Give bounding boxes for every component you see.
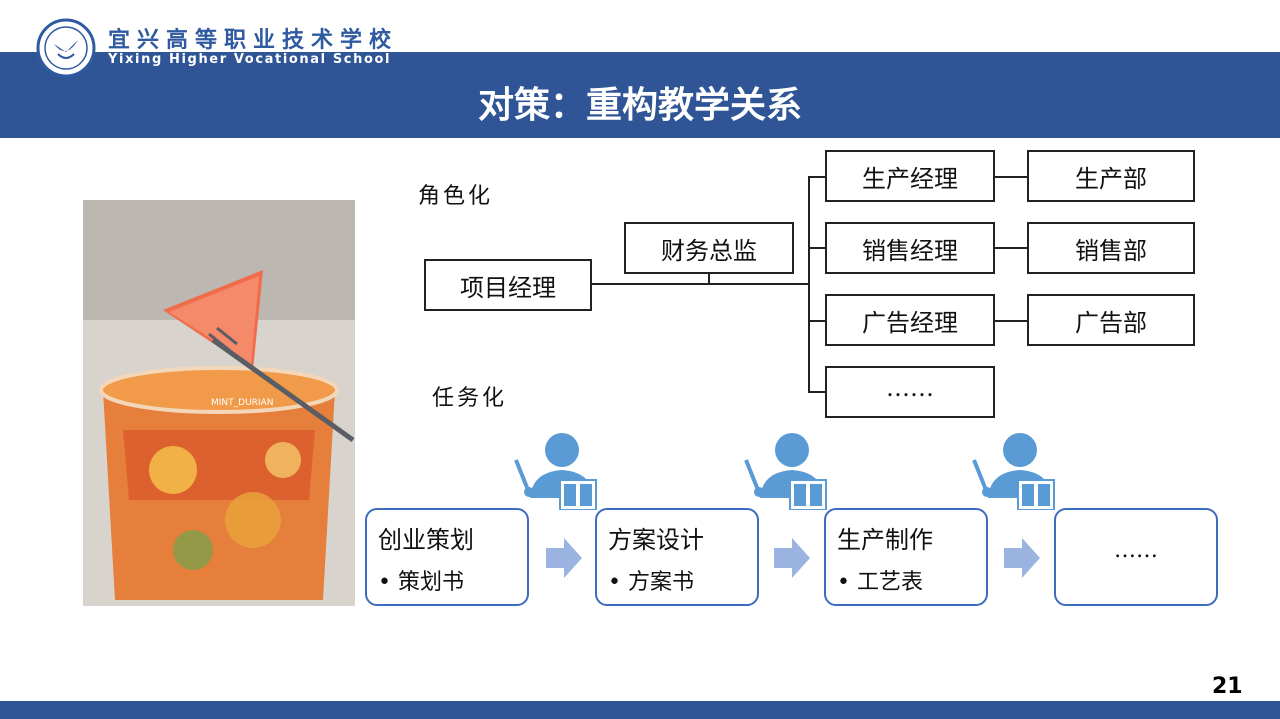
arrow-right-icon (546, 538, 582, 578)
photo-watermark: MINT_DURIAN (211, 398, 273, 408)
box-ad-dept: 广告部 (1027, 294, 1195, 346)
step-item: • 工艺表 (837, 570, 923, 595)
teacher-icon (514, 433, 597, 510)
teacher-icon (744, 433, 827, 510)
box-finance-director: 财务总监 (624, 222, 794, 274)
box-ad-manager: 广告经理 (825, 294, 995, 346)
step-title: 生产制作 (837, 526, 933, 554)
connector-vertical (808, 176, 810, 393)
box-sales-dept: 销售部 (1027, 222, 1195, 274)
box-sales-manager: 销售经理 (825, 222, 995, 274)
step-title: 创业策划 (378, 526, 474, 554)
process-step-planning: 创业策划 • 策划书 (365, 508, 529, 606)
arrow-right-icon (1004, 538, 1040, 578)
box-production-manager: 生产经理 (825, 150, 995, 202)
connector-branch-1 (808, 176, 826, 178)
step-item: • 方案书 (608, 570, 694, 595)
footer-bar (0, 701, 1280, 719)
box-more-managers: …… (825, 366, 995, 418)
drink-photo: MINT_DURIAN (83, 200, 355, 606)
connector-main (592, 283, 809, 285)
step-item: • 策划书 (378, 570, 464, 595)
connector-branch-2 (808, 247, 826, 249)
step-title: 方案设计 (608, 526, 704, 554)
page-number: 21 (1212, 674, 1243, 699)
connector-dept-3 (994, 320, 1028, 322)
teacher-icon (972, 433, 1055, 510)
school-name-cn: 宜兴高等职业技术学校 (108, 28, 399, 53)
school-logo-icon (36, 18, 96, 78)
box-production-dept: 生产部 (1027, 150, 1195, 202)
process-step-more: …… (1054, 508, 1218, 606)
connector-branch-4 (808, 391, 826, 393)
step-more: …… (1114, 538, 1158, 563)
arrow-right-icon (774, 538, 810, 578)
box-project-manager: 项目经理 (424, 259, 592, 311)
connector-dept-2 (994, 247, 1028, 249)
connector-branch-3 (808, 320, 826, 322)
process-step-production: 生产制作 • 工艺表 (824, 508, 988, 606)
process-step-design: 方案设计 • 方案书 (595, 508, 759, 606)
connector-dept-1 (994, 176, 1028, 178)
school-name-en: Yixing Higher Vocational School (108, 52, 392, 67)
section-label-tasks: 任务化 (432, 386, 508, 411)
connector-finance (708, 274, 710, 284)
section-label-roles: 角色化 (418, 184, 494, 209)
title-bar (0, 52, 1280, 138)
slide-title: 对策：重构教学关系 (477, 85, 802, 126)
drink-illustration: MINT_DURIAN (83, 200, 355, 606)
